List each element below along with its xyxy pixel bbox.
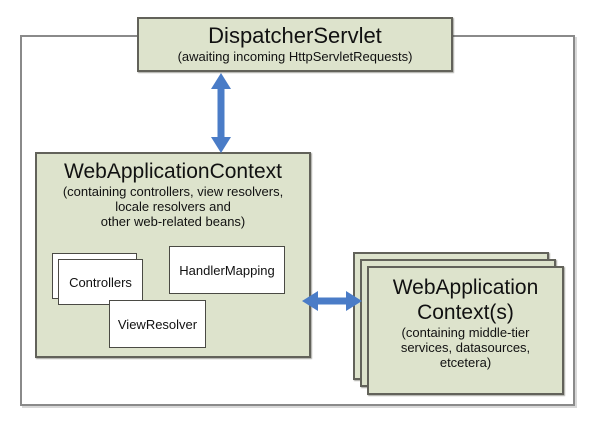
handler-mapping-box: HandlerMapping	[169, 246, 285, 294]
dispatcher-servlet-title: DispatcherServlet	[208, 23, 382, 48]
middle-tier-context-subtitle-line1: (containing middle-tier	[401, 325, 530, 340]
middle-tier-context-title-line1: WebApplication	[392, 276, 539, 299]
controllers-label: Controllers	[69, 274, 132, 290]
vertical-double-arrow-icon	[211, 73, 231, 153]
web-application-context-subtitle-line2: locale resolvers and	[115, 199, 231, 214]
web-application-context-subtitle-line1: (containing controllers, view resolvers,	[62, 184, 284, 199]
controllers-box: Controllers	[58, 259, 143, 305]
middle-tier-context-title-line2: Context(s)	[417, 301, 514, 324]
horizontal-double-arrow-icon	[302, 291, 362, 311]
web-application-context-title: WebApplicationContext	[64, 160, 282, 183]
middle-tier-context-subtitle-line2: services, datasources,	[400, 340, 531, 355]
view-resolver-label: ViewResolver	[117, 316, 198, 332]
web-application-context-subtitle-line3: other web-related beans)	[100, 214, 246, 229]
dispatcher-servlet-subtitle: (awaiting incoming HttpServletRequests)	[177, 49, 413, 64]
middle-tier-context-subtitle-line3: etcetera)	[439, 355, 492, 370]
view-resolver-box: ViewResolver	[109, 300, 206, 348]
handler-mapping-label: HandlerMapping	[179, 262, 275, 278]
web-application-context-box: WebApplicationContext (containing contro…	[35, 152, 311, 358]
middle-tier-context-box: WebApplication Context(s) (containing mi…	[367, 266, 564, 395]
dispatcher-servlet-box: DispatcherServlet (awaiting incoming Htt…	[137, 17, 453, 72]
